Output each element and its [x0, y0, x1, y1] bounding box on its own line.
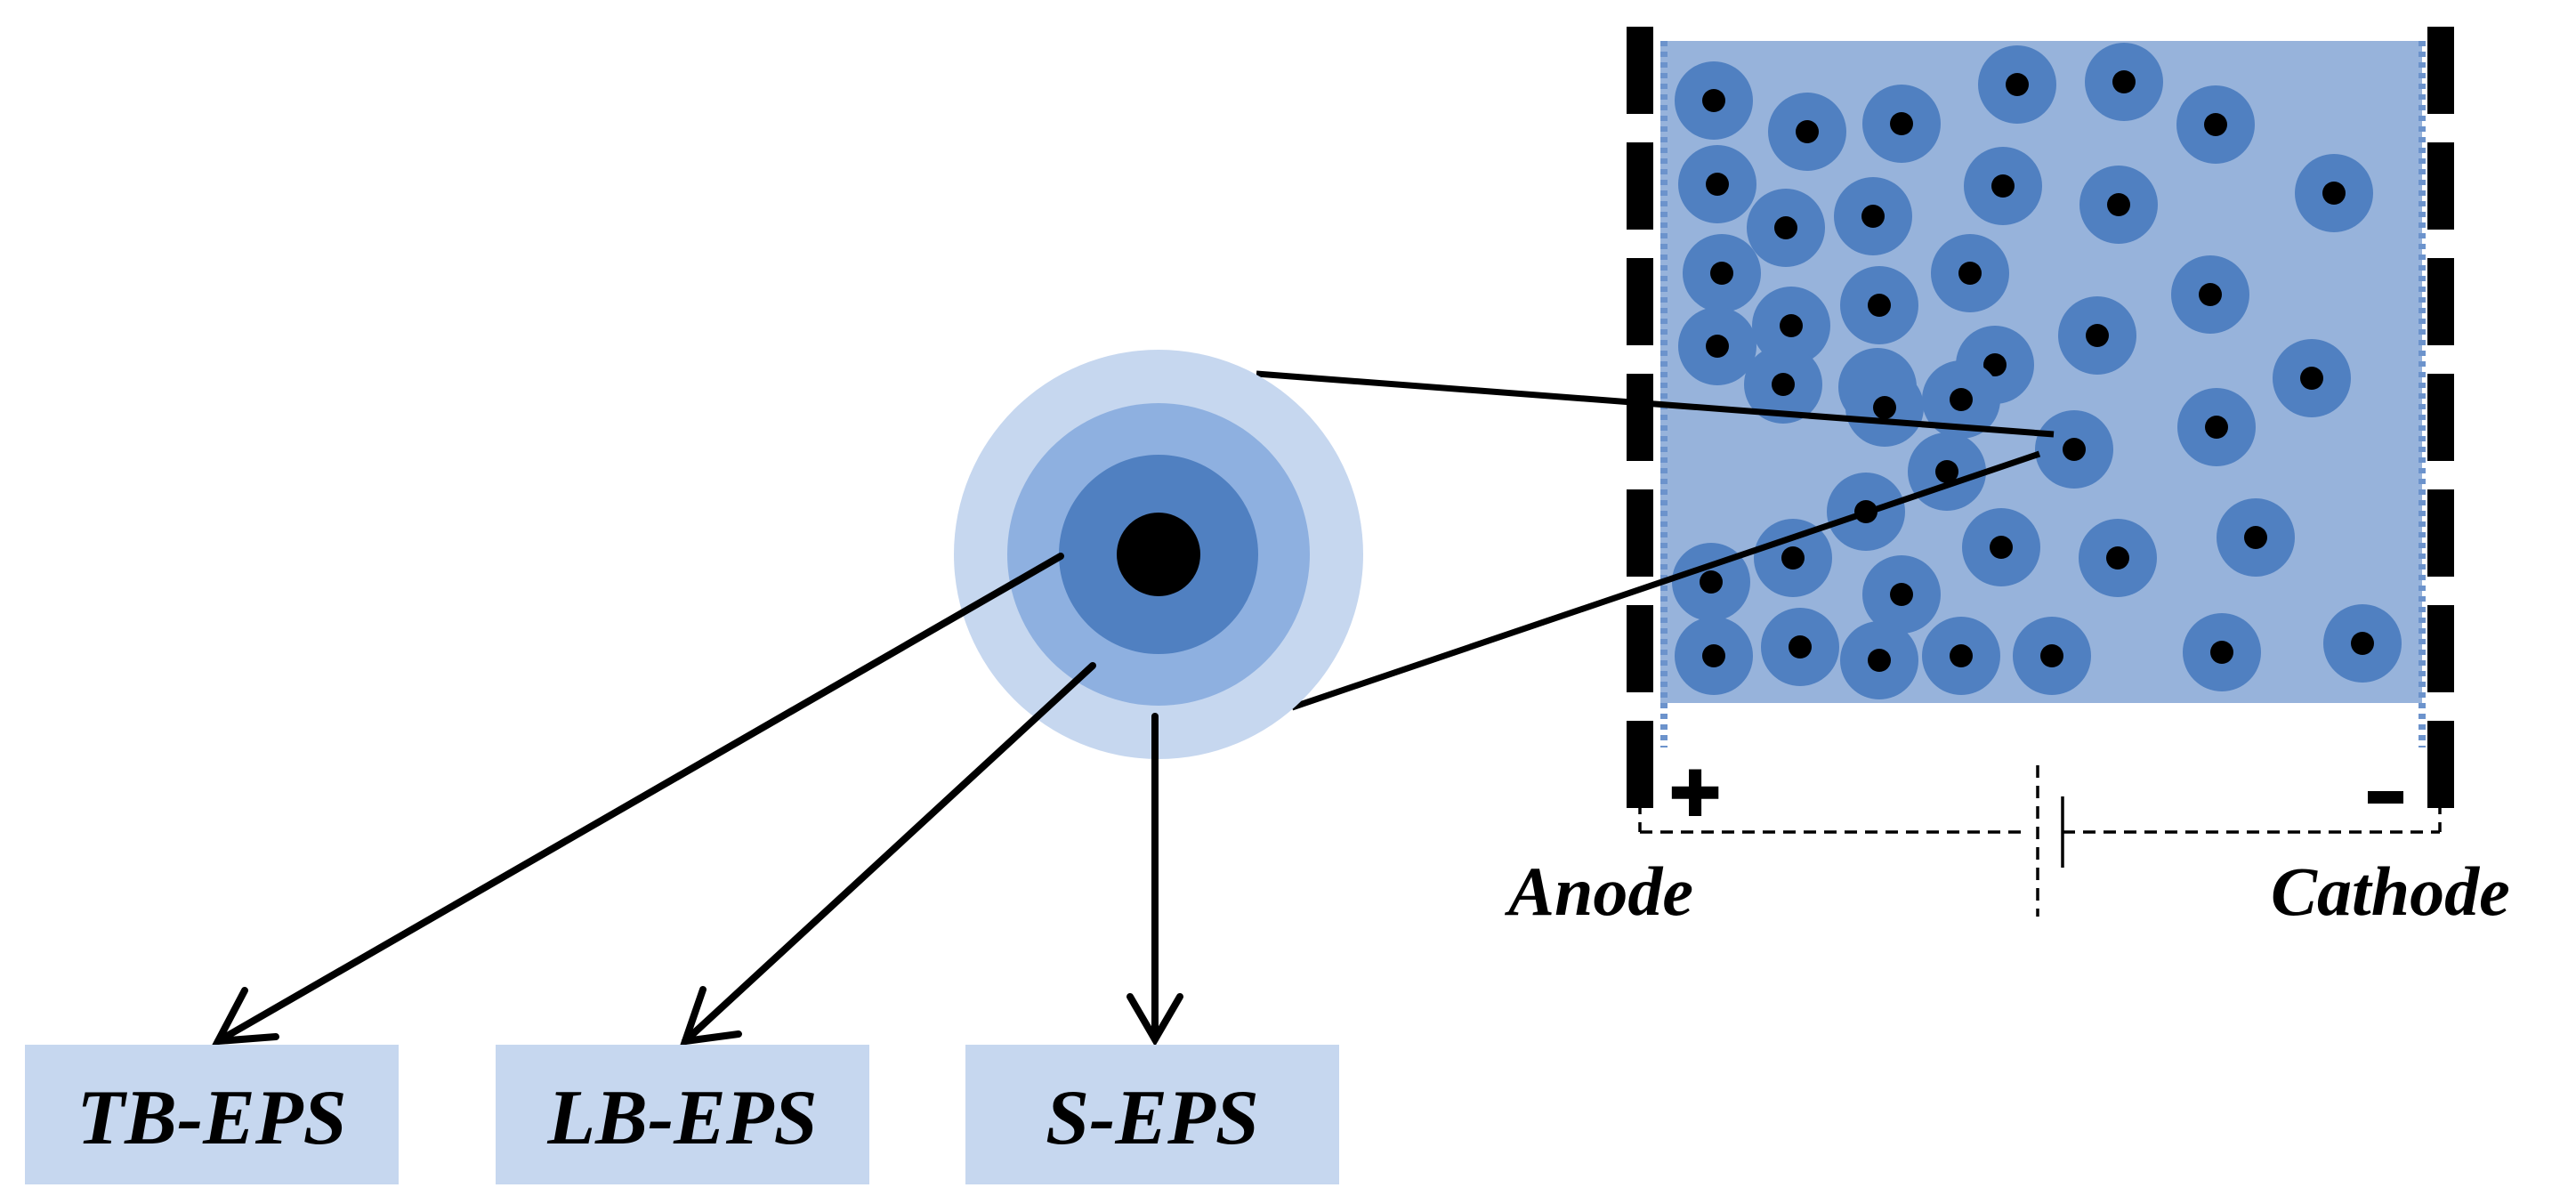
- electrode-segment: [2427, 605, 2454, 692]
- particle-core: [1796, 120, 1819, 143]
- particle-core: [1950, 644, 1973, 667]
- external-circuit: [1638, 761, 2442, 834]
- particle-core: [1710, 262, 1733, 285]
- magnified-eps-particle: [954, 350, 1363, 759]
- electrode-segment: [2427, 374, 2454, 461]
- battery-icon: [2036, 765, 2064, 917]
- particle-core: [1868, 294, 1891, 317]
- arrow-to-s-eps: [1126, 713, 1183, 1046]
- eps-box-label: LB-EPS: [546, 1075, 817, 1161]
- eps-box-s: S-EPS: [965, 1045, 1339, 1184]
- particle-core: [1772, 373, 1795, 396]
- particle-core: [2107, 193, 2130, 216]
- arrow-to-lb-eps: [680, 662, 1096, 1046]
- eps-core: [1117, 513, 1200, 596]
- particle-core: [2063, 438, 2086, 461]
- particle-core: [2086, 324, 2109, 347]
- particle-core: [2322, 182, 2346, 205]
- electrode-segment: [1627, 489, 1653, 577]
- arrows: [212, 553, 1183, 1046]
- zoom-line-top: [1256, 370, 2055, 438]
- zoom-lines: [1256, 370, 2055, 711]
- zoom-line-bottom: [1290, 450, 2041, 711]
- anode-electrode: [1627, 27, 1653, 808]
- eps-box-bg: [965, 1045, 1339, 1184]
- particle-core: [1706, 173, 1729, 196]
- particle-core: [1983, 353, 2007, 376]
- electrode-segment: [2427, 258, 2454, 345]
- particle-core: [1950, 388, 1973, 411]
- particle-core: [2040, 644, 2063, 667]
- arrow-to-tb-eps: [212, 553, 1064, 1046]
- particle-core: [1702, 89, 1725, 112]
- particle-core: [2199, 283, 2222, 306]
- particle-core: [1789, 635, 1812, 659]
- eps-box-bg: [25, 1045, 399, 1184]
- electrode-segment: [2427, 27, 2454, 114]
- electrode-segment: [1627, 605, 1653, 692]
- cathode-label: Cathode: [2271, 852, 2510, 930]
- eps-box-lb: LB-EPS: [496, 1045, 869, 1184]
- particle-core: [1935, 460, 1958, 483]
- particle-core: [1958, 262, 1982, 285]
- plus-icon: ✚: [1668, 756, 1722, 831]
- eps-box-tb: TB-EPS: [25, 1045, 399, 1184]
- particle-core: [2106, 546, 2129, 570]
- particle-core: [2244, 526, 2267, 549]
- particle-core: [1873, 396, 1896, 419]
- electrode-segment: [1627, 27, 1653, 114]
- particle-core: [1780, 314, 1803, 337]
- particle-core: [2006, 73, 2029, 96]
- particle-core: [2205, 416, 2228, 439]
- electrode-segment: [1627, 142, 1653, 230]
- particle-core: [2351, 632, 2374, 655]
- electrode-segment: [1627, 258, 1653, 345]
- particle-core: [1700, 570, 1723, 594]
- electrochemical-cell: [1660, 41, 2426, 747]
- particle-core: [1868, 649, 1891, 672]
- particle-core: [1991, 174, 2015, 198]
- particle-core: [1774, 216, 1797, 239]
- eps-box-label: TB-EPS: [77, 1075, 346, 1161]
- particle-core: [1706, 335, 1729, 358]
- particle-core: [1990, 536, 2013, 559]
- particle-core: [1781, 546, 1805, 570]
- particle-core: [2300, 367, 2323, 390]
- minus-icon: [2368, 791, 2403, 804]
- electrode-segment: [1627, 374, 1653, 461]
- particle-core: [2210, 641, 2233, 664]
- particle-group: [1672, 43, 2402, 699]
- eps-box-bg: [496, 1045, 869, 1184]
- particle-core: [1702, 644, 1725, 667]
- cathode-electrode: [2427, 27, 2454, 808]
- electrode-segment: [2427, 489, 2454, 577]
- particle-core: [1890, 112, 1913, 135]
- particle-core: [1861, 205, 1885, 228]
- particle-core: [1890, 583, 1913, 606]
- eps-box-label: S-EPS: [1046, 1075, 1259, 1161]
- anode-label: Anode: [1504, 852, 1693, 930]
- particle-core: [2112, 70, 2136, 93]
- particle-core: [2204, 113, 2227, 136]
- electrode-segment: [2427, 142, 2454, 230]
